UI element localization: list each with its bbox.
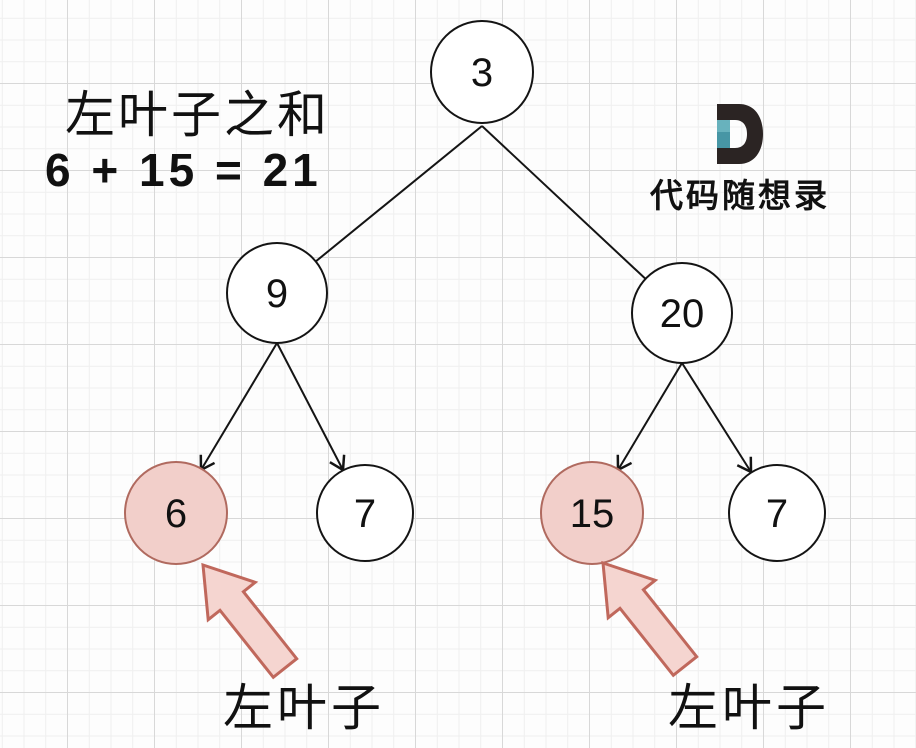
node-value-6: 6 [165, 492, 187, 536]
node-circle-6-highlighted [124, 461, 228, 565]
left-leaf-arrow-2-icon [601, 560, 699, 678]
left-leaf-label-1: 左叶子 [223, 679, 385, 737]
annotation-block: 左叶子之和 6 + 15 = 21 [45, 86, 330, 196]
equation-text: 6 + 15 = 21 [45, 144, 322, 196]
edge-20-7 [681, 362, 753, 475]
node-circle-9 [226, 242, 328, 344]
node-circle-7-right [728, 464, 826, 562]
tree-nodes: 3 9 20 6 7 15 7 [124, 20, 826, 565]
highlight-arrows [201, 560, 699, 680]
node-value-3: 3 [471, 51, 493, 95]
brand-logo: 代码随想录 [640, 104, 840, 217]
left-leaf-label-2: 左叶子 [668, 679, 830, 737]
brand-name: 代码随想录 [650, 176, 830, 215]
node-value-7-left: 7 [354, 492, 376, 536]
node-circle-3 [430, 20, 534, 124]
logo-d-icon [717, 104, 763, 164]
node-value-20: 20 [660, 292, 705, 336]
node-circle-20 [631, 262, 733, 364]
node-value-9: 9 [266, 272, 288, 316]
left-leaf-arrow-1-icon [201, 562, 299, 680]
title-text: 左叶子之和 [65, 86, 330, 144]
node-circle-15-highlighted [540, 461, 644, 565]
node-value-15: 15 [570, 492, 615, 536]
edge-20-15 [616, 362, 683, 473]
edge-9-6 [199, 342, 278, 473]
node-value-7-right: 7 [766, 492, 788, 536]
node-circle-7-left [316, 464, 414, 562]
edge-9-7 [276, 342, 346, 473]
